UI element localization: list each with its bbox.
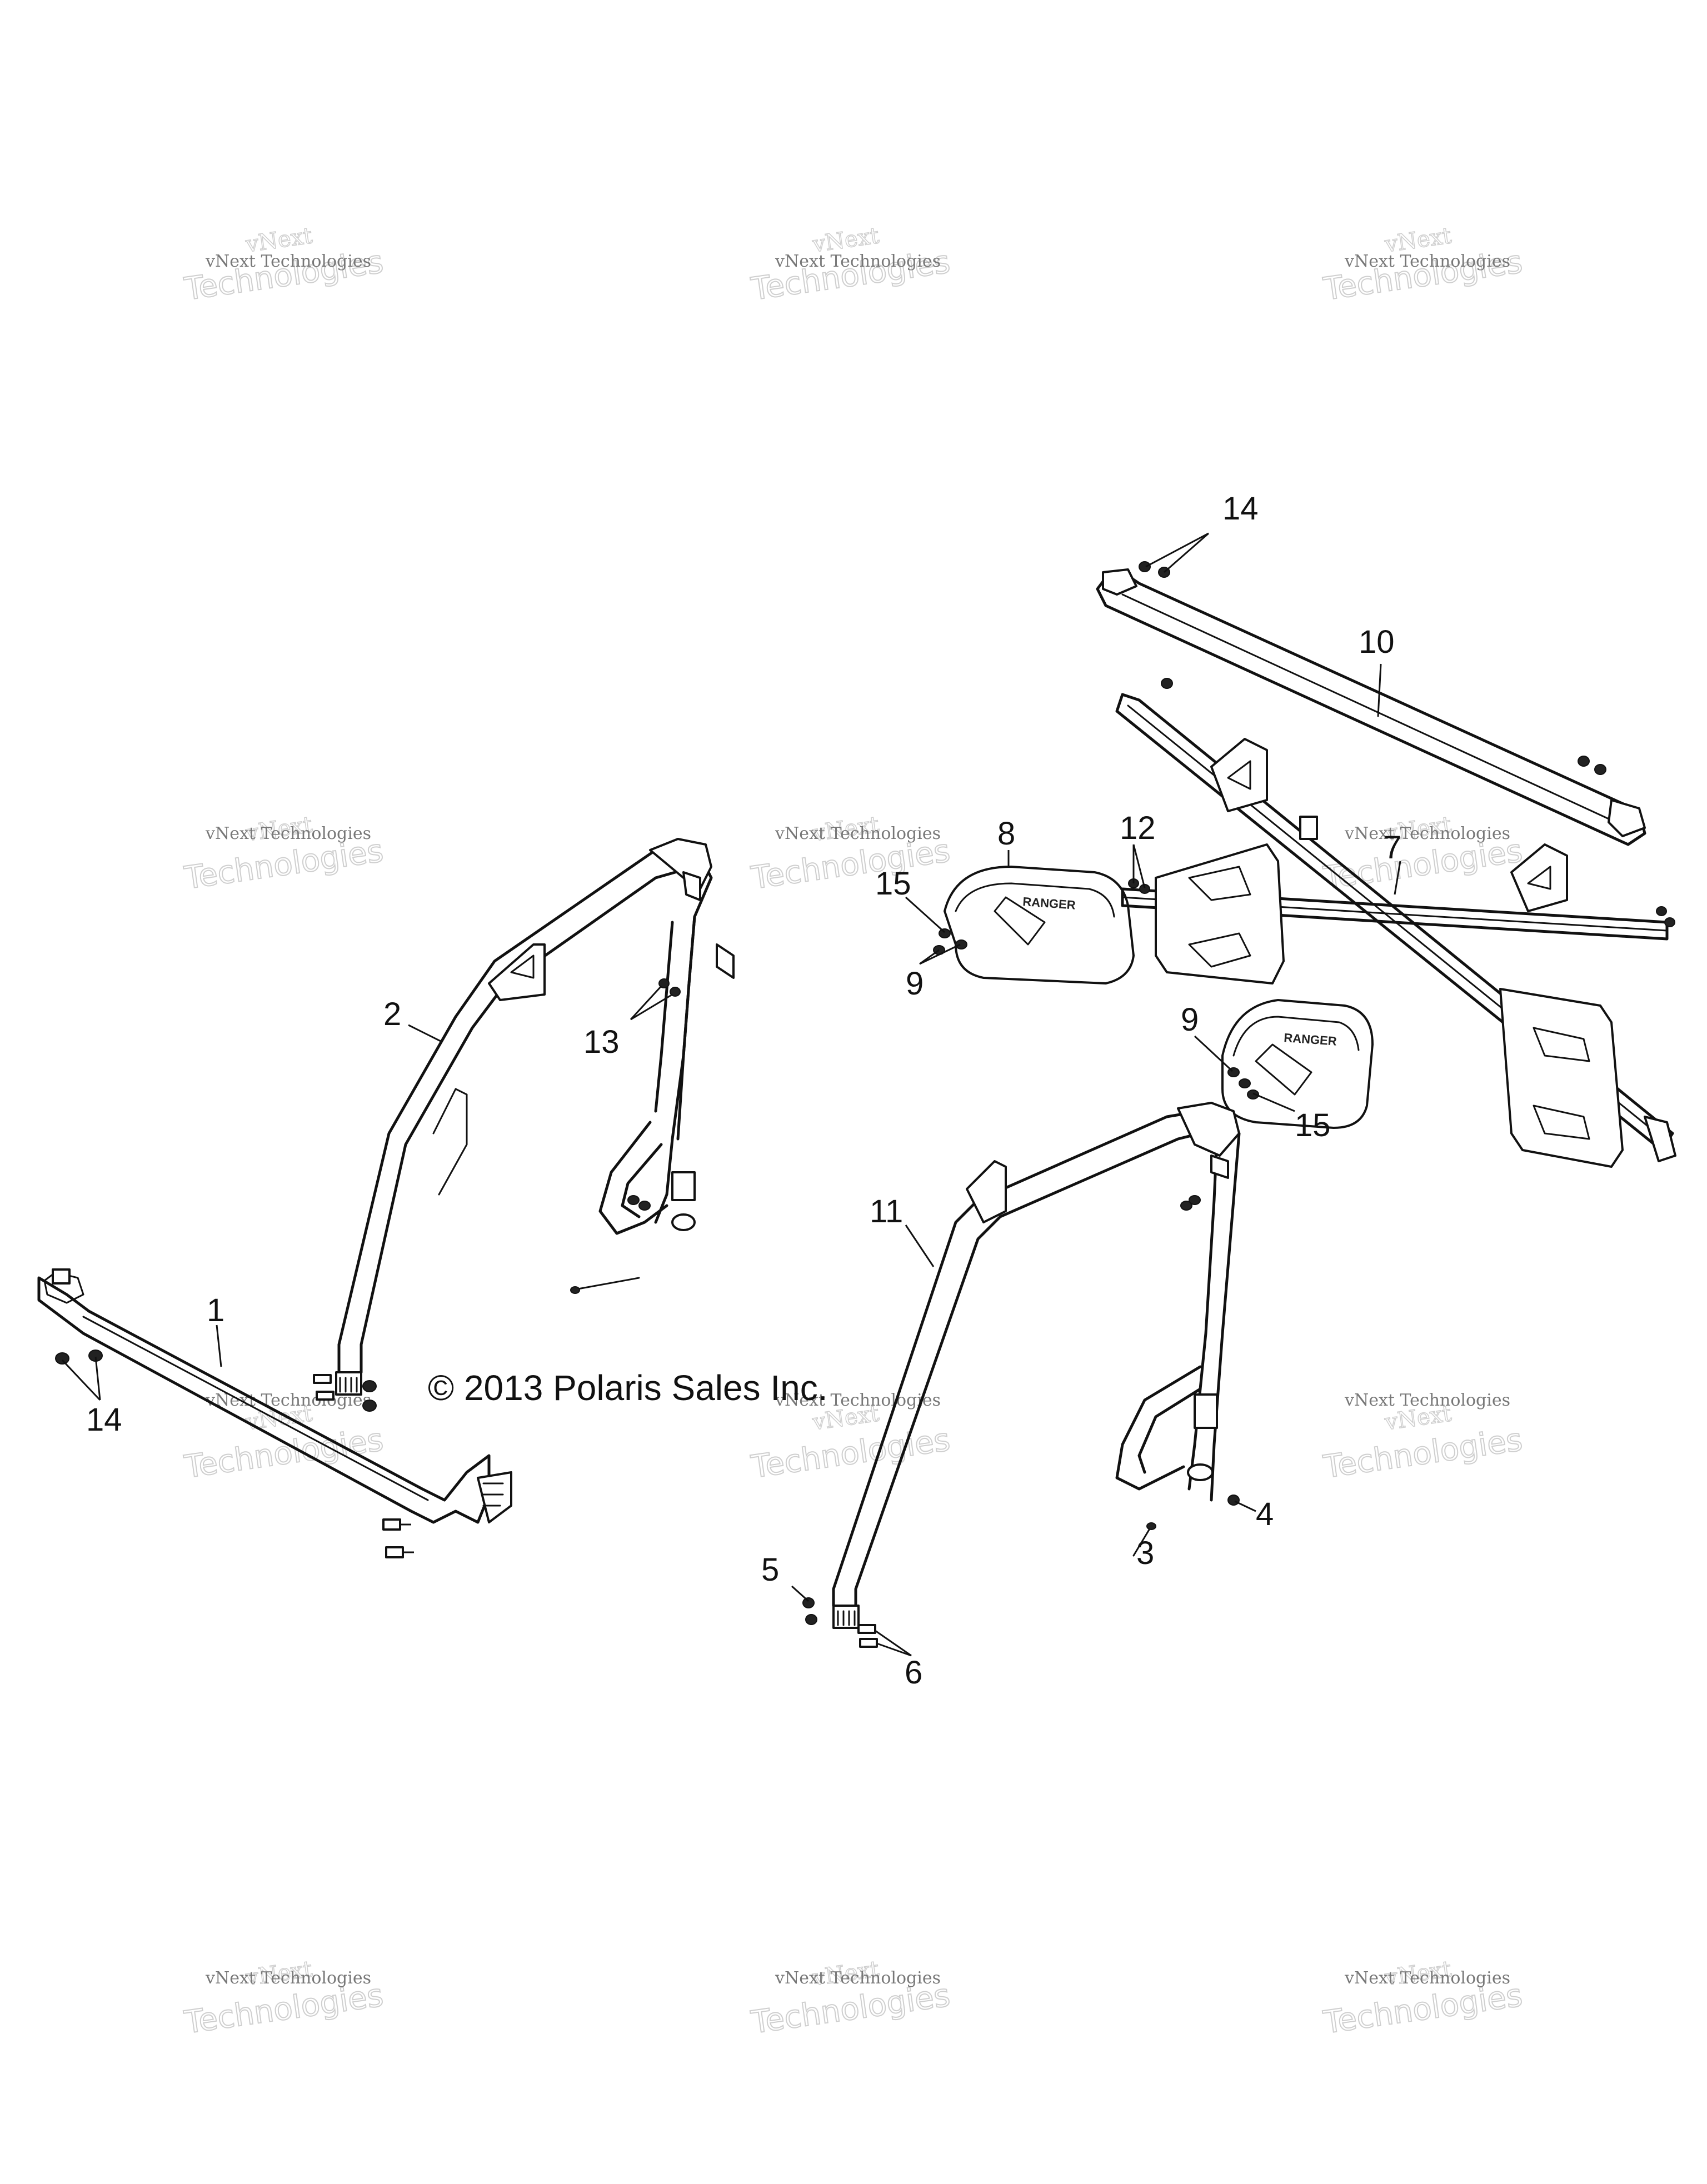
callout-4: 4 [1256, 1496, 1274, 1532]
watermark-text-top-left: vNext Technologies [205, 252, 371, 271]
bolt-icon [1132, 1527, 1151, 1557]
watermark-line3: Technologies [748, 1422, 952, 1486]
watermark-line3: Technologies [1321, 1422, 1524, 1486]
bolt-icon [316, 1391, 335, 1401]
nut-icon [362, 1380, 377, 1392]
nut-icon [638, 1201, 651, 1211]
nut-icon [1578, 756, 1590, 767]
watermark-text-lower-right: vNext Technologies [1344, 1391, 1510, 1410]
bolt-icon [313, 1374, 332, 1384]
watermark-text-mid-center: vNext Technologies [775, 824, 941, 843]
screw-icon [658, 978, 670, 988]
copyright-notice: © 2013 Polaris Sales Inc. [428, 1368, 828, 1408]
callout-15-left: 15 [875, 866, 911, 902]
watermark-bottom-right: vNext Technologies [1320, 1956, 1525, 2042]
callout-5: 5 [761, 1552, 779, 1588]
hardware-part-11 [802, 1195, 1240, 1648]
watermark-mid-left: vNext Technologies [181, 812, 386, 897]
nut-icon [1161, 678, 1173, 689]
nut-icon [955, 939, 967, 949]
nut-icon [55, 1352, 69, 1365]
bracket-icon [671, 1171, 696, 1201]
nut-icon [1227, 1495, 1240, 1506]
bolt-icon [382, 1518, 401, 1531]
callout-1: 1 [207, 1292, 224, 1328]
nut-icon [1247, 1089, 1259, 1100]
bolt-icon [859, 1638, 878, 1648]
nut-icon [1664, 917, 1675, 927]
nut-icon [802, 1597, 815, 1608]
nut-icon [1594, 764, 1606, 775]
nut-icon [627, 1195, 640, 1205]
pin-icon [577, 1277, 640, 1290]
callout-13: 13 [583, 1024, 620, 1060]
part-8-headrest-left: RANGER [944, 866, 1135, 984]
nut-icon [1139, 561, 1151, 572]
watermark-text-bottom-left: vNext Technologies [205, 1968, 371, 1988]
part-7-rear-x-brace [1115, 693, 1676, 1168]
bracket-icon [1194, 1393, 1218, 1429]
watermark-bottom-center: vNext Technologies [748, 1956, 952, 2042]
watermark-text-mid-right: vNext Technologies [1344, 824, 1510, 843]
callout-12: 12 [1120, 810, 1156, 846]
hardware-part-7 [1128, 878, 1675, 927]
callout-14-upper: 14 [1222, 491, 1259, 527]
callout-15-right: 15 [1295, 1107, 1331, 1143]
callout-7: 7 [1384, 829, 1401, 866]
callout-9-right: 9 [1181, 1002, 1199, 1038]
leader-lines [61, 532, 1401, 1657]
callout-14-lower: 14 [86, 1402, 122, 1438]
pin-head-icon [570, 1286, 580, 1294]
callout-11: 11 [870, 1193, 903, 1230]
watermark-text-top-center: vNext Technologies [775, 252, 941, 271]
nut-icon [1189, 1195, 1201, 1205]
callout-labels: 1 2 3 4 5 6 7 8 9 9 10 11 12 13 14 14 15… [86, 491, 1401, 1691]
callout-3: 3 [1136, 1535, 1154, 1571]
callout-6: 6 [905, 1655, 922, 1691]
nut-icon [939, 928, 951, 938]
nut-icon [805, 1614, 817, 1625]
nut-icon [1180, 1201, 1192, 1211]
callout-8: 8 [997, 816, 1015, 852]
hardware-part-1 [55, 1350, 414, 1558]
watermark-mid-center: vNext Technologies [748, 812, 952, 897]
nut-icon [1656, 906, 1667, 916]
watermark-text-lower-center: vNext Technologies [775, 1391, 941, 1410]
callout-2: 2 [383, 996, 401, 1032]
part-11-right-side-cage [832, 1102, 1241, 1629]
callout-10: 10 [1359, 624, 1395, 660]
screw-icon [670, 987, 681, 997]
hardware-part-2 [313, 978, 681, 1412]
watermark-mid-right: vNext Technologies [1320, 812, 1525, 897]
part-10-rear-upper-tube [1096, 568, 1646, 846]
bolt-icon [385, 1546, 404, 1558]
nut-icon [1239, 1078, 1251, 1088]
part-1-front-lower-tube [37, 1268, 512, 1524]
bolt-icon [857, 1624, 876, 1634]
callout-9-left: 9 [906, 966, 924, 1002]
hardware-part-10 [1139, 561, 1606, 775]
watermark-text-bottom-right: vNext Technologies [1344, 1968, 1510, 1988]
watermark-bottom-left: vNext Technologies [181, 1956, 386, 2042]
hardware-part-8 [933, 928, 967, 955]
watermark-text-bottom-center: vNext Technologies [775, 1968, 941, 1988]
nut-icon [362, 1400, 377, 1412]
watermark-text-top-right: vNext Technologies [1344, 252, 1510, 271]
watermark-text-mid-left: vNext Technologies [205, 824, 371, 843]
bolt-head-icon [1146, 1522, 1156, 1530]
part-2-left-side-cage [335, 838, 735, 1396]
